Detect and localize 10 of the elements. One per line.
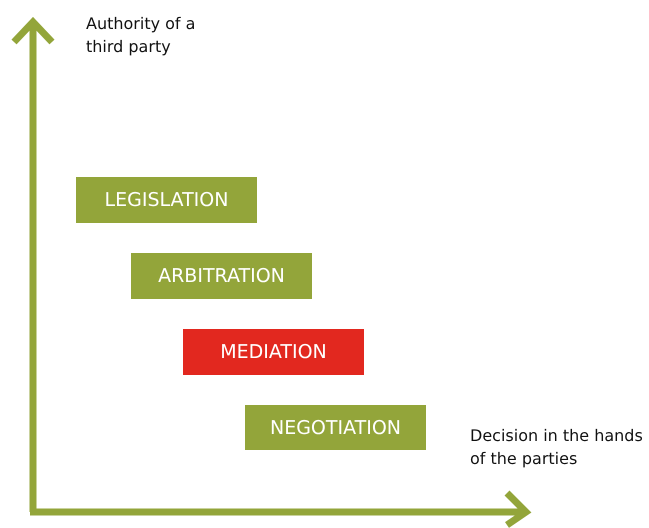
process-box [131,253,312,299]
process-box [245,405,426,450]
process-box [76,177,257,223]
box-label: LEGISLATION [104,189,228,211]
axis-label: Decision in the hands of the parties [470,425,644,470]
process-box [183,329,364,375]
box-label: ARBITRATION [158,265,285,287]
box-label: NEGOTIATION [270,416,401,438]
axis-label: Authority of a third party [86,13,196,58]
box-label: MEDIATION [220,341,327,363]
